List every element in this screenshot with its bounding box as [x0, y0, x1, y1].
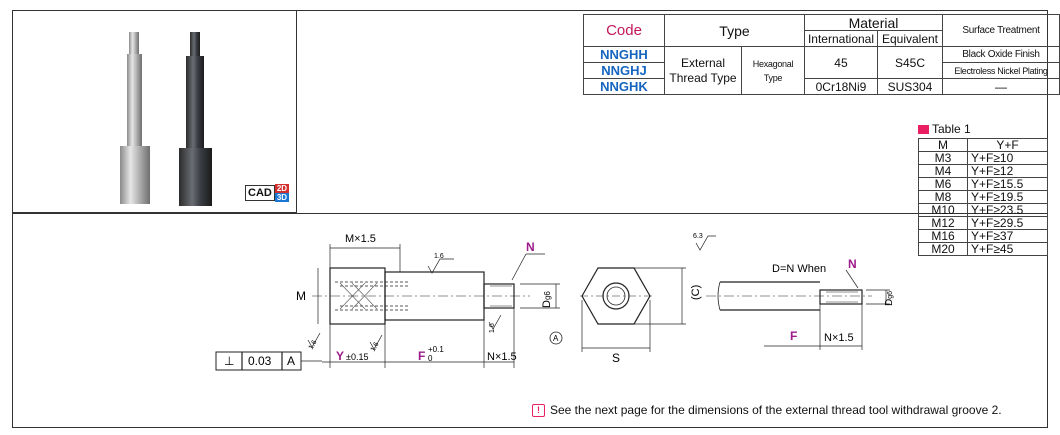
type-sub-cell: Hexagonal Type: [741, 46, 805, 95]
s-label: S: [612, 351, 620, 365]
code-cell: NNGHK: [583, 78, 665, 95]
tolerance-value: 0.03: [248, 354, 272, 368]
dg6-label: Dg6: [884, 291, 895, 306]
equivalent-cell: S45C: [877, 46, 943, 79]
international-cell: 0Cr18Ni9: [803, 78, 879, 95]
roughness-label: 1.6: [489, 323, 496, 333]
n-label: N: [526, 240, 535, 254]
n-label: N: [848, 257, 857, 271]
table1-v-cell: Y+F≥23.5: [967, 203, 1048, 217]
section-divider: [12, 213, 1048, 214]
spec-table: Code Type Material Surface Treatment Int…: [583, 14, 1060, 95]
type-main-cell: External Thread Type: [664, 46, 742, 95]
dg6-label: Dg6: [541, 291, 553, 308]
roughness-label: 1.6: [370, 341, 381, 353]
d-eq-n-label: D=N When: [772, 263, 826, 275]
table1-v-cell: Y+F≥10: [967, 151, 1048, 165]
table1-title-text: Table 1: [932, 122, 971, 136]
table1-v-cell: Y+F≥19.5: [967, 190, 1048, 204]
table1-title: Table 1: [918, 122, 971, 136]
c-label: (C): [690, 285, 702, 300]
perpendicularity-icon: ⊥: [224, 354, 234, 368]
surface-cell: —: [942, 78, 1060, 95]
m-label: M: [296, 289, 306, 303]
tolerance-datum: A: [287, 354, 295, 368]
table1-m-cell: M20: [918, 242, 968, 256]
international-header: International: [803, 30, 879, 47]
f-tol-lower: 0: [428, 354, 433, 363]
type-header: Type: [664, 14, 805, 47]
n-x15-label: N×1.5: [487, 351, 517, 363]
product-photo: [12, 10, 297, 213]
f-label: F: [790, 329, 797, 343]
roughness-label: 1.6: [308, 339, 319, 351]
international-cell: 45: [803, 46, 879, 79]
roughness-label: 1.6: [434, 253, 444, 260]
internal-thread-hidden-lines: [335, 281, 410, 311]
m-depth-label: M×1.5: [345, 233, 376, 245]
cad-badge: CAD 2D 3D: [245, 184, 290, 202]
product-photo-illustration: [120, 32, 212, 206]
n-x15-label: N×1.5: [824, 332, 854, 344]
table1-v-cell: Y+F≥45: [967, 242, 1048, 256]
roughness-label: 6.3: [693, 233, 703, 240]
equivalent-cell: SUS304: [877, 78, 943, 95]
cad-label: CAD: [245, 185, 275, 201]
page-frame: [12, 10, 1048, 428]
cad-3d-label: 3D: [274, 193, 290, 202]
surface-header: Surface Treatment: [942, 14, 1060, 47]
datum-a-label: A: [553, 334, 559, 343]
f-tol-upper: +0.1: [428, 345, 444, 354]
f-tol-label: F: [418, 349, 425, 363]
code-header: Code: [583, 14, 665, 47]
exclamation-icon: !: [532, 403, 545, 417]
cad-2d-label: 2D: [274, 184, 290, 193]
footnote: ! See the next page for the dimensions o…: [532, 403, 1002, 417]
dimension-lines: [317, 244, 890, 368]
table-marker-icon: [918, 124, 929, 134]
y-tol-value: ±0.15: [346, 352, 368, 362]
footnote-text: See the next page for the dimensions of …: [550, 403, 1002, 417]
table1-m-cell: M12: [918, 216, 968, 230]
code-cell: NNGHH: [583, 46, 665, 63]
y-tol-label: Y: [336, 349, 344, 363]
